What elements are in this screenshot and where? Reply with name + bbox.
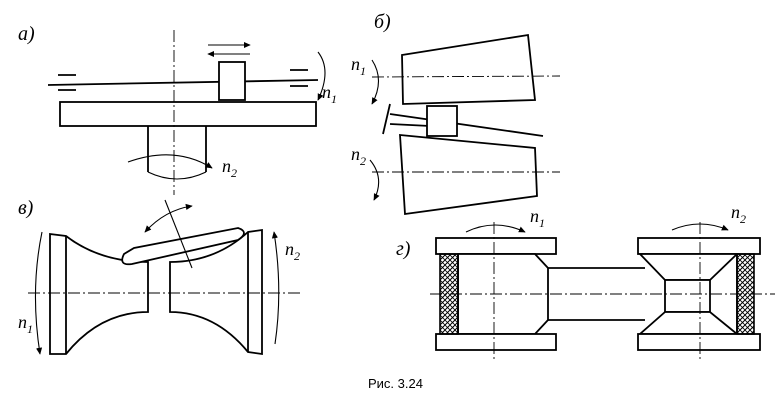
panel-g-n1-label: n1: [530, 206, 545, 230]
panel-v-label: в): [18, 197, 34, 219]
panel-b-guide-stop: [382, 103, 391, 135]
panel-g: г) n1 n2: [396, 202, 775, 360]
panel-g-n1-arrow: [465, 224, 526, 233]
panel-a-left-bearing: [58, 74, 76, 91]
panel-a-right-bearing: [290, 69, 308, 87]
panel-a: а) n1 n2: [18, 23, 337, 195]
panel-a-shaft: [47, 79, 319, 86]
panel-a-n1-label: n1: [322, 82, 337, 106]
panel-g-right-pulley: [637, 237, 761, 351]
figure-caption: Рис. 3.24: [368, 376, 423, 391]
panel-v-n2-label: n2: [285, 239, 300, 263]
panel-a-n1-arrow: [317, 51, 326, 101]
panel-b-guide-line: [389, 113, 544, 137]
panel-a-disk: [59, 101, 317, 127]
panel-b-n2-arrow: [369, 159, 380, 201]
panel-b-n1-label: n1: [351, 54, 366, 78]
panel-a-slider-roller: [218, 61, 246, 101]
panel-g-label: г): [396, 238, 411, 260]
panel-v-tilt-arrow: [144, 203, 193, 233]
panel-v-n2-arrow: [271, 231, 280, 345]
panel-b-intermediate-roller: [426, 105, 458, 137]
panel-g-n2-label: n2: [731, 202, 746, 226]
panel-a-label: а): [18, 23, 35, 45]
panel-g-left-pulley: [435, 237, 557, 351]
panel-b-upper-cone: [401, 33, 536, 105]
panel-g-n2-arrow: [671, 223, 729, 231]
panel-a-n2-label: n2: [222, 156, 237, 180]
panel-b-lower-cone: [399, 134, 538, 216]
panel-b-label: б): [374, 11, 391, 33]
panel-a-n2-arrow: [127, 154, 213, 169]
panel-v: в) n1 n2: [18, 197, 300, 356]
panel-b: б) n1 n2: [351, 11, 561, 216]
panel-b-n1-arrow: [371, 59, 380, 105]
panel-a-hub: [147, 126, 207, 172]
panel-b-upper-axis: [371, 75, 561, 78]
panel-v-right-toroid: [169, 228, 263, 356]
panel-v-tilt-axis: [164, 199, 193, 269]
panel-v-n1-arrow: [34, 231, 43, 355]
panel-b-n2-label: n2: [351, 144, 366, 168]
panel-v-n1-label: n1: [18, 312, 33, 336]
